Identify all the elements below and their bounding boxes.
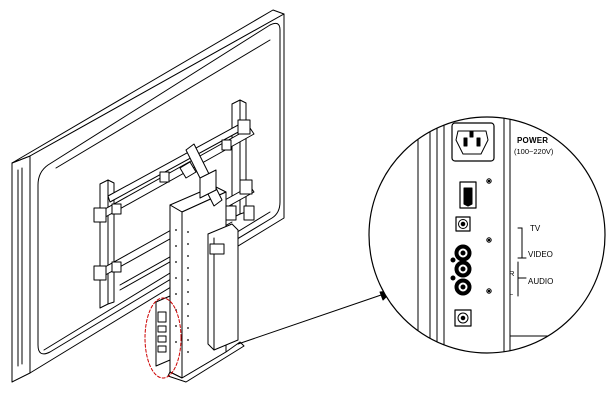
highlight-ellipse bbox=[145, 298, 181, 378]
audio-r-label: R bbox=[509, 269, 515, 278]
power-range-label: (100~220V) bbox=[514, 147, 554, 156]
audio-r-rca-port-icon bbox=[455, 261, 471, 277]
connector-panel bbox=[418, 100, 604, 360]
audio-l-rca-port-icon bbox=[455, 279, 471, 295]
power-socket-icon bbox=[452, 123, 494, 161]
power-label: POWER bbox=[517, 136, 549, 145]
video-label: VIDEO bbox=[528, 250, 553, 259]
tv-label: TV bbox=[530, 224, 541, 233]
audio-label: AUDIO bbox=[528, 277, 554, 286]
dc-jack-icon bbox=[455, 310, 471, 326]
audio-l-label: L bbox=[509, 288, 514, 297]
detail-circle bbox=[369, 117, 605, 353]
tv-coax-port-icon bbox=[456, 217, 470, 231]
video-rca-port-icon bbox=[455, 245, 471, 261]
lift-column bbox=[156, 144, 244, 382]
tv-panel bbox=[12, 10, 284, 382]
hdmi-port-icon bbox=[460, 182, 476, 208]
leader-line bbox=[238, 294, 384, 344]
